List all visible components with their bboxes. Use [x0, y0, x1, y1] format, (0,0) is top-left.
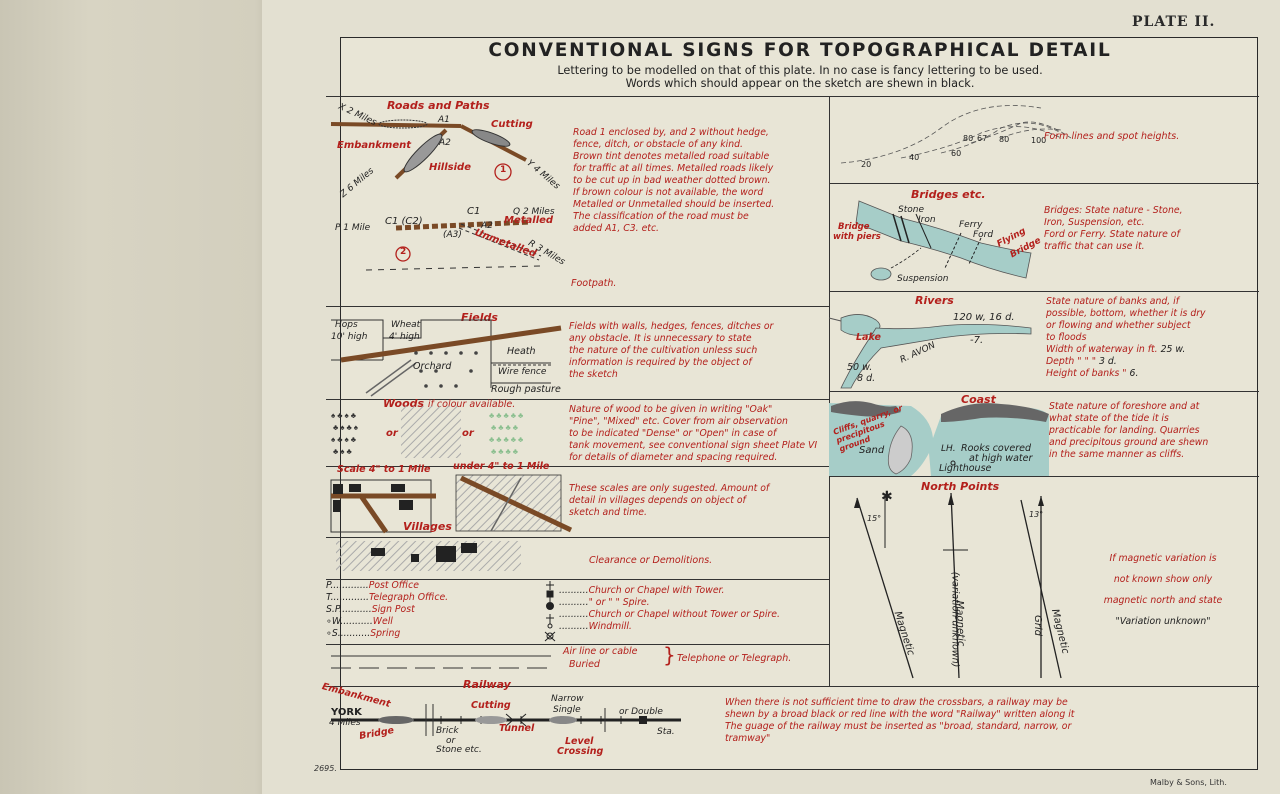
north-a13: 13°: [1029, 510, 1043, 519]
left-page: [0, 0, 300, 794]
footer-lith: Malby & Sons, Lith.: [1150, 778, 1227, 787]
north-points-drawing: ✱: [341, 38, 1259, 771]
footer-number: 2695.: [314, 764, 337, 773]
plate-frame: CONVENTIONAL SIGNS FOR TOPOGRAPHICAL DET…: [340, 37, 1258, 770]
plate-label: PLATE II.: [1132, 14, 1215, 30]
north-a15: 15°: [867, 514, 881, 523]
svg-text:✱: ✱: [881, 490, 893, 505]
north-grid: Grid: [1032, 615, 1043, 636]
north-magnetic-2: Magnetic: [954, 600, 967, 646]
